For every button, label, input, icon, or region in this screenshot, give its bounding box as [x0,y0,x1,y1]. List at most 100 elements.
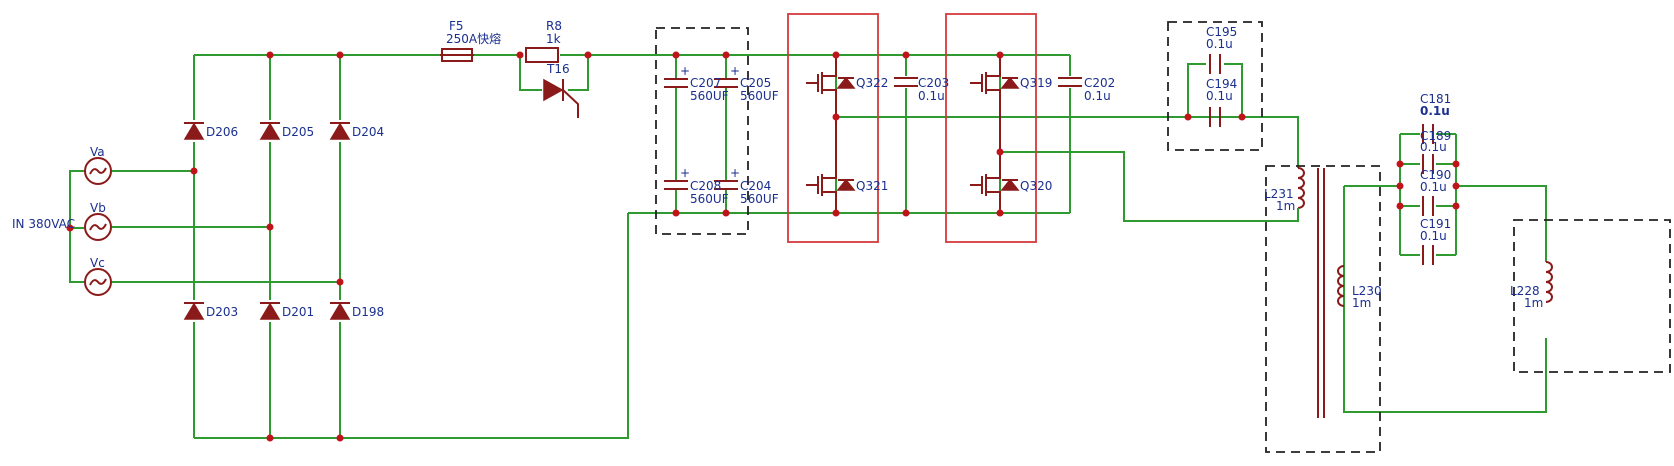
cap-c191-ref: C191 [1420,217,1451,231]
cap-c205-ref: C205 [740,76,771,90]
source-vc-ref: Vc [90,256,105,270]
cap-c194-ref: C194 [1206,77,1237,91]
cap-c203-ref: C203 [918,76,949,90]
cap-c208-value: 560UF [690,192,729,206]
cap-c195-ref: C195 [1206,25,1237,39]
cap-c205-value: 560UF [740,89,779,103]
mosfet-q319 [970,55,1020,152]
group-boxes [655,13,1671,453]
half-bridge-1-box [787,13,879,243]
snubber-box [1167,21,1263,151]
svg-text:+: + [730,64,740,78]
diode-d201 [259,300,281,322]
diode-d203 [183,300,205,322]
diode-d198-ref: D198 [352,305,384,319]
source-vc [84,268,112,296]
inductor-l228-value: 1m [1524,296,1543,310]
q321-ref: Q321 [856,179,888,193]
q320-ref: Q320 [1020,179,1052,193]
cap-c189-value: 0.1u [1420,140,1447,154]
cap-c204-value: 560UF [740,192,779,206]
resistor-ref: R8 [546,19,562,33]
cap-c208-ref: C208 [690,179,721,193]
cap-c207-ref: C207 [690,76,721,90]
transistors [806,55,1020,213]
cap-c181-value: 0.1u [1420,104,1450,118]
diode-d206 [183,120,205,142]
source-va-ref: Va [90,145,105,159]
thyristor-t16 [543,78,579,118]
source-vb [84,213,112,241]
q319-ref: Q319 [1020,76,1052,90]
cap-c204-ref: C204 [740,179,771,193]
cap-c189-ref: C189 [1420,129,1451,143]
source-va [84,157,112,185]
source-vb-ref: Vb [90,201,106,215]
fuse-f5 [440,48,474,62]
cap-c202-value: 0.1u [1084,89,1111,103]
cap-c195-value: 0.1u [1206,37,1233,51]
mosfet-q320 [970,152,1020,213]
resistor-value: 1k [546,32,561,46]
input-label: IN 380VAC [12,217,75,231]
cap-c208: + [664,166,690,190]
diode-d203-ref: D203 [206,305,238,319]
cap-c207: + [664,64,690,88]
cap-bank-box [655,27,749,235]
inductors [1297,167,1553,307]
cap-c189 [1422,154,1434,174]
inductor-l231-value: 1m [1276,199,1295,213]
transformer-box [1265,165,1381,453]
inductor-l228-ref: L228 [1510,284,1540,298]
cap-c195 [1209,54,1221,74]
thyristor-ref: T16 [546,62,570,76]
inductor-l230-ref: L230 [1352,284,1382,298]
q322-ref: Q322 [856,76,888,90]
electrolytic-caps: + + + + [664,64,740,190]
film-caps [894,54,1434,265]
labels: IN 380VAC Va Vb Vc D206 D205 D204 D203 D… [12,19,1543,319]
inductor-l230 [1337,265,1345,307]
fuse-value: 250A快熔 [446,31,501,46]
svg-text:+: + [730,166,740,180]
cap-c191-value: 0.1u [1420,229,1447,243]
cap-c203-value: 0.1u [918,89,945,103]
cap-c204: + [714,166,740,190]
inductor-l228 [1545,261,1553,303]
cap-c203 [894,76,918,88]
diode-d205 [259,120,281,142]
diode-d204-ref: D204 [352,125,384,139]
fuse-ref: F5 [449,19,464,33]
inductor-l230-value: 1m [1352,296,1371,310]
diodes [183,120,351,322]
inductor-l231 [1297,167,1305,221]
cap-c194 [1209,107,1221,127]
load-box [1513,219,1671,373]
diode-d204 [329,120,351,142]
svg-text:+: + [680,64,690,78]
cap-c205: + [714,64,740,88]
diode-d198 [329,300,351,322]
cap-c190 [1422,196,1434,216]
mosfet-q322 [806,55,856,117]
diode-d205-ref: D205 [282,125,314,139]
cap-c202-ref: C202 [1084,76,1115,90]
inductor-l231-ref: L231 [1264,187,1294,201]
cap-c191 [1422,245,1434,265]
junctions [66,51,1460,442]
mosfet-q321 [806,117,856,213]
cap-c190-ref: C190 [1420,168,1451,182]
half-bridge-2-box [945,13,1037,243]
cap-c194-value: 0.1u [1206,89,1233,103]
cap-c181 [1422,124,1434,144]
diode-d206-ref: D206 [206,125,238,139]
cap-c207-value: 560UF [690,89,729,103]
cap-c202 [1058,76,1082,88]
cap-c190-value: 0.1u [1420,180,1447,194]
ac-sources [84,157,112,296]
resistor-r8 [525,47,559,63]
cap-c181-ref: C181 [1420,92,1451,106]
diode-d201-ref: D201 [282,305,314,319]
svg-text:+: + [680,166,690,180]
